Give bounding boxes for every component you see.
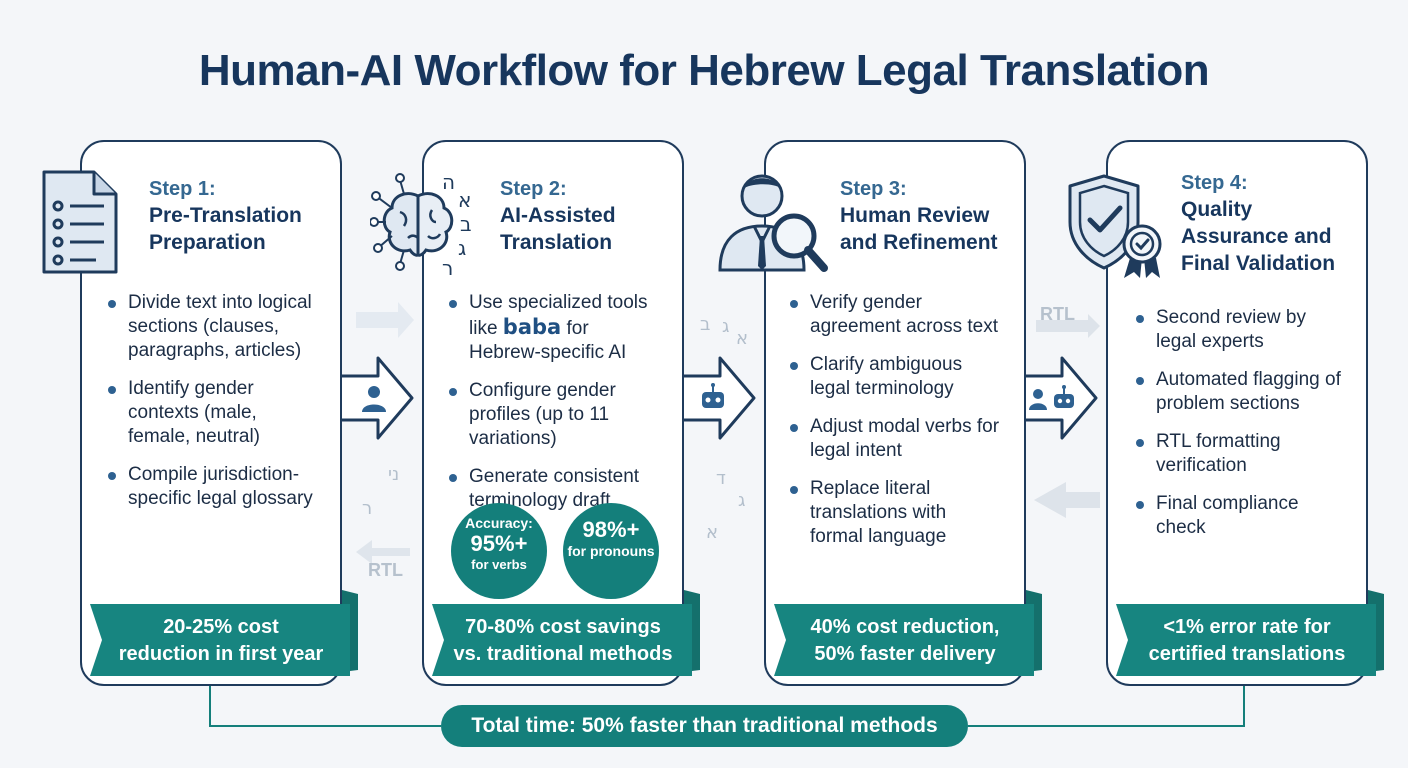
step-bullets: Second review by legal experts Automated… xyxy=(1134,306,1349,554)
bullet-item: Compile jurisdiction-specific legal glos… xyxy=(106,463,321,511)
bullet-item: Final compliance check xyxy=(1134,492,1349,540)
bullet-item: Identify gender contexts (male, female, … xyxy=(106,377,321,449)
hebrew-letter: ד xyxy=(716,468,726,489)
hebrew-letter: א xyxy=(458,188,472,212)
bullet-item: Second review by legal experts xyxy=(1134,306,1349,354)
rtl-label: RTL xyxy=(368,560,403,580)
step-label: Step 1: xyxy=(149,178,216,200)
step-bullets: Divide text into logical sections (claus… xyxy=(106,291,321,525)
benefit-ribbon: 20-25% cost reduction in first year xyxy=(118,616,324,665)
reviewer-magnifier-icon xyxy=(718,174,828,272)
step-card-2 xyxy=(422,140,684,686)
step-label: Step 3: xyxy=(840,178,907,200)
step-bullets: Verify gender agreement across text Clar… xyxy=(788,291,1003,563)
step-card-1 xyxy=(80,140,342,686)
step-title: Human Review and Refinement xyxy=(840,204,998,254)
hebrew-letter: ב xyxy=(460,212,472,236)
ai-brain-icon xyxy=(370,173,454,271)
step-label: Step 4: xyxy=(1181,172,1248,194)
hebrew-letter: ג xyxy=(738,490,746,511)
total-time-pill: Total time: 50% faster than traditional … xyxy=(441,705,968,747)
step-title: Pre-Translation Preparation xyxy=(149,204,302,254)
hebrew-letter: ר xyxy=(362,498,373,519)
bullet-item: Divide text into logical sections (claus… xyxy=(106,291,321,363)
page-title: Human-AI Workflow for Hebrew Legal Trans… xyxy=(198,46,1210,95)
baba-logo: baba xyxy=(502,315,562,339)
robot-icon xyxy=(702,383,724,408)
hebrew-letter: ג xyxy=(722,316,730,337)
hebrew-letter: ב xyxy=(700,314,711,335)
bullet-item: Clarify ambiguous legal terminology xyxy=(788,353,1003,401)
arrow-1-to-2 xyxy=(342,356,414,440)
bullet-item: Use specialized tools like baba for Hebr… xyxy=(447,291,672,365)
rtl-label: RTL xyxy=(1040,304,1075,324)
bullet-item: Adjust modal verbs for legal intent xyxy=(788,415,1003,463)
bullet-item: Automated flagging of problem sections xyxy=(1134,368,1349,416)
hebrew-letter: א xyxy=(736,328,749,349)
bullet-item: Verify gender agreement across text xyxy=(788,291,1003,339)
benefit-ribbon: 40% cost reduction, 50% faster delivery xyxy=(810,616,1000,665)
hebrew-letter: א xyxy=(706,522,719,543)
hebrew-letter: ג xyxy=(458,236,467,260)
person-robot-icon xyxy=(1029,385,1074,410)
bullet-item: Replace literal translations with formal… xyxy=(788,477,1003,549)
bullet-item: Configure gender profiles (up to 11 vari… xyxy=(447,379,672,451)
benefit-ribbon: <1% error rate for certified translation… xyxy=(1148,616,1346,665)
person-icon xyxy=(362,386,386,412)
shield-badge-icon xyxy=(1068,174,1162,278)
step-title: Quality Assurance and Final Validation xyxy=(1181,198,1336,275)
hebrew-letter: ר xyxy=(442,256,454,280)
step-label: Step 2: xyxy=(500,178,567,200)
accuracy-verbs-badge: Accuracy: 95%+ for verbs xyxy=(451,503,547,599)
benefit-ribbon: 70-80% cost savings vs. traditional meth… xyxy=(453,616,673,665)
accuracy-pronouns-badge: 98%+ for pronouns xyxy=(563,503,659,599)
step-title: AI-Assisted Translation xyxy=(500,204,616,254)
bullet-item: RTL formatting verification xyxy=(1134,430,1349,478)
hebrew-letter: ני xyxy=(388,464,400,485)
document-checklist-icon xyxy=(42,170,118,274)
hebrew-letter: ה xyxy=(442,170,456,194)
